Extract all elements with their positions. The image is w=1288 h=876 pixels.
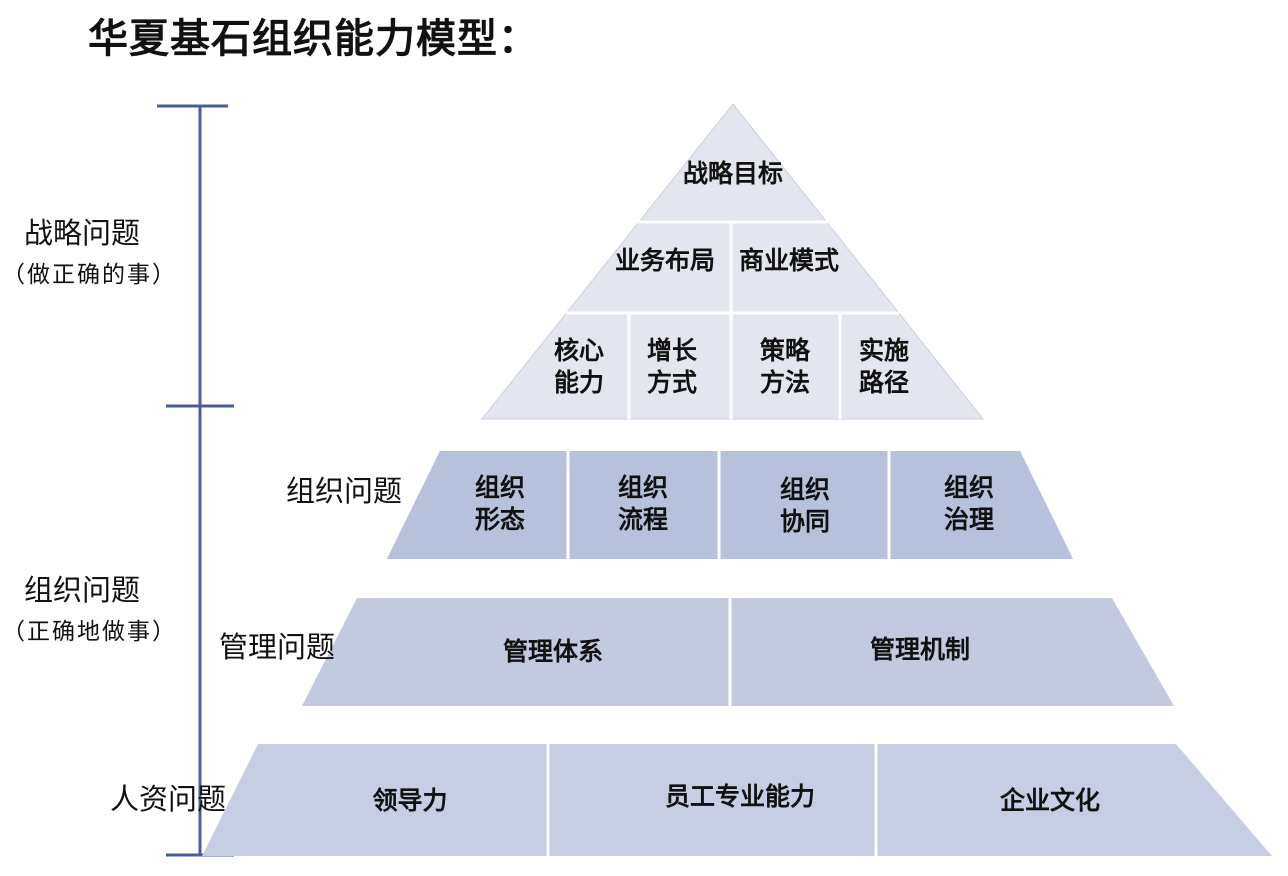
strategy-problem-sublabel: （做正确的事） (2, 262, 177, 288)
management-layer (302, 598, 1174, 706)
business-model-cell: 商业模式 (738, 246, 839, 275)
employee-capability-cell: 员工专业能力 (664, 782, 815, 811)
corporate-culture-cell: 企业文化 (999, 786, 1100, 815)
strategy-goal-cell: 战略目标 (682, 159, 783, 188)
organization-problem-label: 组织问题 (24, 573, 141, 607)
org-form-cell: 组织形态 (474, 473, 525, 534)
growth-mode-cell: 增长方式 (646, 336, 697, 397)
hr-layer-label: 人资问题 (110, 782, 227, 816)
org-collaboration-cell: 组织协同 (779, 475, 830, 536)
leadership-cell: 领导力 (372, 786, 448, 815)
hr-layer (202, 744, 1272, 856)
strategy-method-cell: 策略方法 (759, 336, 810, 397)
org-layer-label: 组织问题 (286, 474, 403, 508)
management-system-cell: 管理体系 (502, 637, 603, 666)
left-bracket (157, 104, 234, 857)
organization-problem-sublabel: （正确地做事） (2, 619, 177, 645)
management-mechanism-cell: 管理机制 (869, 635, 970, 664)
core-capability-cell: 核心能力 (553, 336, 604, 397)
strategy-triangle (480, 103, 985, 420)
organization-layer (387, 451, 1073, 559)
diagram-title: 华夏基石组织能力模型： (88, 16, 539, 62)
org-process-cell: 组织流程 (617, 473, 668, 534)
mgmt-layer-label: 管理问题 (219, 630, 336, 664)
org-governance-cell: 组织治理 (943, 473, 994, 534)
strategy-problem-label: 战略问题 (24, 216, 141, 250)
business-layout-cell: 业务布局 (614, 246, 715, 275)
implementation-path-cell: 实施路径 (858, 336, 909, 397)
